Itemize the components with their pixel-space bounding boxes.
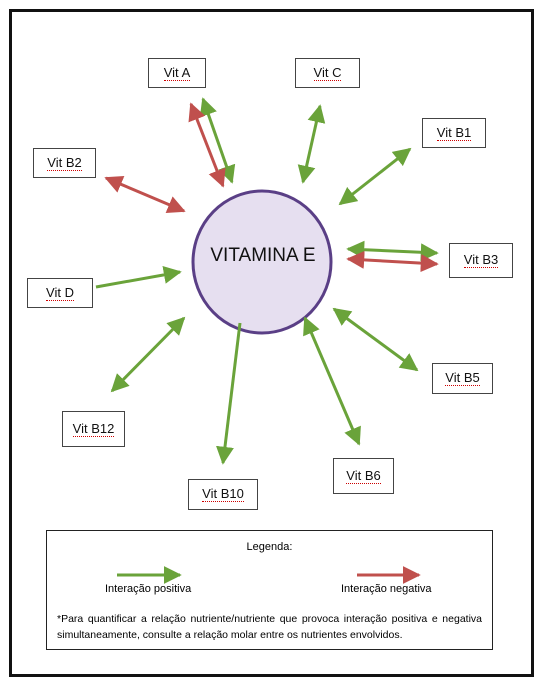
arrow-vit-c-positive — [297, 104, 326, 184]
node-label: Vit B6 — [346, 467, 381, 484]
node-label: Vit B1 — [436, 124, 472, 141]
node-vit-a: Vit A — [148, 58, 206, 88]
arrow-vit-b5-positive — [332, 307, 419, 372]
node-vit-b3: Vit B3 — [449, 243, 513, 278]
legend-title: Legenda: — [246, 541, 293, 553]
node-label: Vit C — [313, 64, 342, 81]
vitamina-e-circle — [191, 189, 333, 335]
arrow-vit-b1-positive — [338, 147, 412, 206]
node-label: Vit B12 — [72, 420, 115, 437]
arrow-vit-b10-positive — [216, 322, 242, 465]
node-label: Vit B5 — [445, 370, 480, 386]
node-vit-b1: Vit B1 — [422, 118, 486, 148]
node-vit-b2: Vit B2 — [33, 148, 96, 178]
node-vit-b6: Vit B6 — [333, 458, 394, 494]
node-vit-b12: Vit B12 — [62, 411, 125, 447]
arrow-vit-b6-positive — [303, 316, 361, 446]
arrow-vit-b3-positive — [346, 240, 439, 262]
arrow-vit-b12-positive — [110, 316, 186, 393]
node-label: Vit A — [163, 64, 191, 81]
node-vit-b10: Vit B10 — [188, 479, 258, 510]
node-vit-b5: Vit B5 — [432, 363, 493, 394]
interaction-arrows — [95, 97, 439, 465]
arrow-vit-a-negative — [188, 102, 226, 188]
node-label: Vit B10 — [202, 486, 244, 502]
center-label: VITAMINA E — [210, 245, 316, 266]
legend: Legenda: Interação positiva Interação ne… — [46, 530, 493, 650]
node-vit-d: Vit D — [27, 278, 93, 308]
node-vit-c: Vit C — [295, 58, 360, 88]
page-frame — [9, 9, 534, 677]
arrow-vit-b3-negative — [346, 250, 439, 273]
node-label: Vit D — [46, 284, 74, 301]
node-label: Vit B3 — [463, 252, 499, 268]
legend-note: *Para quantificar a relação nutriente/nu… — [57, 613, 482, 641]
arrow-vit-d-positive — [95, 265, 182, 289]
arrow-vit-b2-negative — [104, 176, 186, 213]
node-label: Vit B2 — [47, 154, 82, 171]
legend-positive-label: Interação positiva — [105, 583, 192, 595]
legend-arrows — [117, 566, 421, 584]
legend-negative-label: Interação negativa — [341, 583, 432, 595]
